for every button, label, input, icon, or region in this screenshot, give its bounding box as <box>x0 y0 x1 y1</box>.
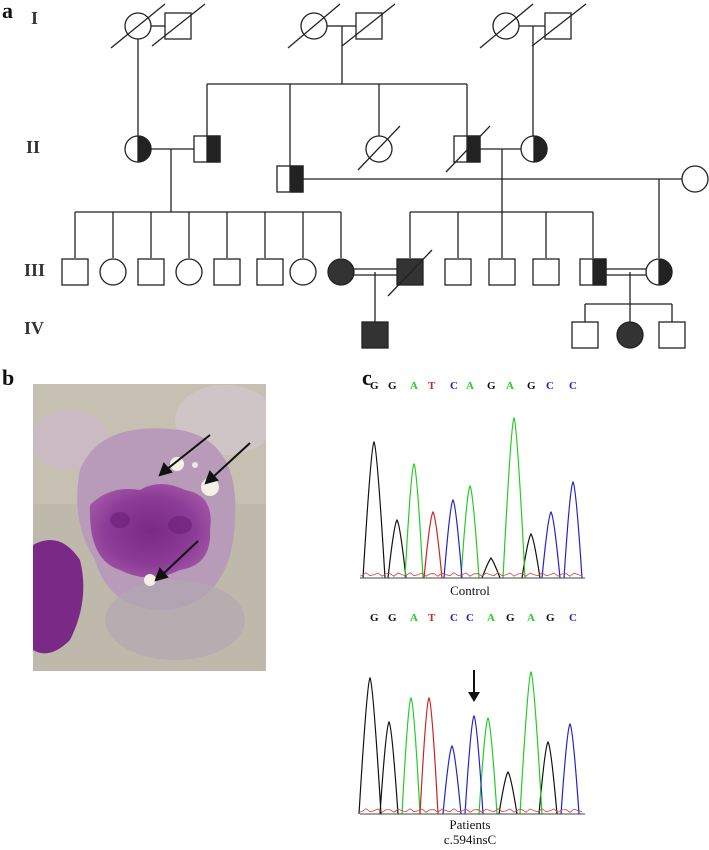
gen-iii-carrier-female <box>645 258 673 286</box>
gen-ii-deceased-female <box>357 125 401 171</box>
panel-label-a: a <box>2 0 13 23</box>
arrow-1 <box>165 434 211 471</box>
mutation-caption: c.594insC <box>443 832 497 847</box>
gen-ii-carrier-male-1 <box>193 135 221 163</box>
neighbor-nucleus <box>33 540 84 654</box>
gen-iii-male-2 <box>137 258 165 286</box>
gen-iii-male-1 <box>61 258 89 286</box>
base-letter: C <box>569 380 577 392</box>
gen-iii-affected-male-deceased <box>387 249 433 297</box>
gen-iii-male-7 <box>532 258 560 286</box>
gen-iii-male-5 <box>444 258 472 286</box>
base-letter: G <box>388 612 397 624</box>
baseline-noise <box>359 808 583 813</box>
gen-ii-carrier-female-1 <box>124 135 152 163</box>
gen-i-couple-3 <box>479 3 587 136</box>
base-letter: C <box>569 612 577 624</box>
gen-iii-affected-female <box>327 258 355 286</box>
arrowhead-1 <box>158 462 173 477</box>
gen-iii-female-1 <box>99 258 127 286</box>
gen-iv-male-1 <box>571 321 599 349</box>
chromatogram-trace <box>442 714 580 815</box>
generation-label-iv: IV <box>24 318 45 338</box>
chromatogram-trace <box>423 510 443 579</box>
base-letter: T <box>428 612 436 624</box>
base-letter: G <box>487 380 496 392</box>
arrow-2 <box>211 442 251 479</box>
chromatogram-trace <box>358 676 558 815</box>
gen-i-couple-2 <box>287 3 396 84</box>
base-letter: C <box>450 612 458 624</box>
gen-iii-male-6 <box>488 258 516 286</box>
gen-iii-female-3 <box>289 258 317 286</box>
gen-iii-female-2 <box>175 258 203 286</box>
base-letter: T <box>428 380 436 392</box>
gen-ii-carrier-male-2 <box>276 165 304 193</box>
cell-cytoplasm <box>77 428 236 611</box>
panel-label-b: b <box>2 365 15 390</box>
generation-label-iii: III <box>24 260 46 280</box>
mutation-arrowhead <box>468 692 480 702</box>
generation-label-i: I <box>31 8 39 28</box>
vacuole <box>201 478 219 496</box>
control-caption: Control <box>450 583 490 598</box>
micrograph-background <box>33 384 266 671</box>
baseline-noise <box>359 572 583 577</box>
chromatogram-trace <box>419 696 439 815</box>
base-letter: G <box>506 612 515 624</box>
chromatogram-trace <box>362 440 541 579</box>
base-letter: A <box>487 612 495 624</box>
base-letter: G <box>527 380 536 392</box>
base-letter: A <box>527 612 535 624</box>
base-letter: A <box>466 380 474 392</box>
arrowhead-2 <box>204 470 219 485</box>
base-letter: C <box>466 612 474 624</box>
vacuole <box>144 574 156 586</box>
panel-label-c: c <box>362 365 372 390</box>
generation-label-ii: II <box>26 137 41 157</box>
gen-iv-affected-male <box>361 321 389 349</box>
gen-ii-carrier-male-deceased <box>445 125 491 173</box>
base-letter: G <box>370 612 379 624</box>
base-letter: A <box>410 612 418 624</box>
arrowhead-3 <box>154 567 169 582</box>
vacuole <box>170 457 184 471</box>
arrow-3 <box>161 540 199 576</box>
base-letter: G <box>546 612 555 624</box>
base-letter: G <box>370 380 379 392</box>
gen-iv-affected-female <box>616 321 644 349</box>
gen-iii-carrier-male <box>579 258 607 286</box>
chromatogram-trace <box>401 670 543 815</box>
base-letter: C <box>450 380 458 392</box>
gen-ii-unaffected-female <box>681 165 709 193</box>
gen-iii-male-4 <box>256 258 284 286</box>
gen-iv-male-2 <box>658 321 686 349</box>
patient-caption: Patients <box>449 817 491 832</box>
base-letter: A <box>410 380 418 392</box>
chromatogram-trace <box>404 416 526 579</box>
cell-nucleus <box>89 484 211 578</box>
chromatogram-trace <box>443 480 583 579</box>
gen-iii-male-3 <box>213 258 241 286</box>
gen-ii-carrier-female-2 <box>520 135 548 163</box>
gen-i-couple-1 <box>110 3 206 136</box>
base-letter: C <box>546 380 554 392</box>
base-letter: G <box>388 380 397 392</box>
pedigree-chart <box>61 3 709 349</box>
base-letter: A <box>506 380 514 392</box>
